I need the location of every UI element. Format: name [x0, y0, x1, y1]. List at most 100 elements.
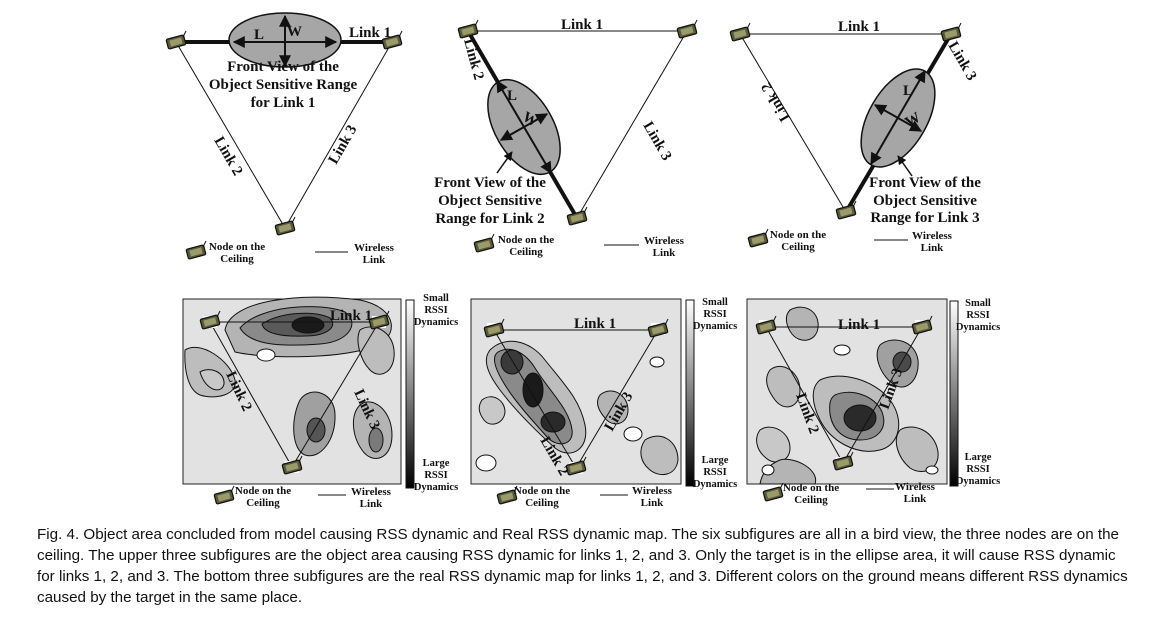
legend-node-label-2: Ceiling: [246, 497, 280, 509]
caption-pointer-arrow: [897, 155, 913, 177]
legend-node-label-1: Node on the: [770, 229, 826, 241]
axis-label-w: W: [903, 110, 924, 131]
top-panel-link-2: L W Link 1 Link 2 Link 3 Front View of t…: [434, 17, 698, 259]
legend-node-icon: [473, 233, 495, 253]
colorbar-bottom-label-2: RSSI: [703, 467, 726, 478]
colorbar: [405, 299, 415, 489]
legend-node-icon: [185, 240, 207, 260]
ellipse-caption-line-3: for Link 1: [251, 95, 316, 111]
width-arrow: [499, 113, 549, 141]
colorbar-top-label-1: Small: [702, 297, 728, 308]
colorbar-top-label-1: Small: [423, 293, 449, 304]
legend-link-label-1: Wireless: [895, 481, 936, 493]
colorbar-bottom-label-2: RSSI: [424, 470, 447, 481]
legend-node-label-1: Node on the: [498, 234, 554, 246]
link-3-line: [575, 329, 659, 469]
node-icon: [676, 19, 698, 39]
node-icon: [457, 19, 479, 39]
colorbar-bottom-label-1: Large: [423, 458, 450, 469]
colorbar-bottom-label-3: Dynamics: [956, 476, 1000, 487]
link-2-line: [739, 33, 847, 213]
link-1-label: Link 1: [838, 19, 880, 35]
ellipse-caption-line-2: Object Sensitive Range: [209, 77, 358, 93]
contour-regions: [475, 340, 679, 476]
ellipse-caption-line-2: Object Sensitive: [438, 193, 542, 209]
link-1-label: Link 1: [574, 316, 616, 332]
link-2-label: Link 2: [211, 134, 246, 178]
colorbar-bottom-label-2: RSSI: [966, 464, 989, 475]
legend-link-label-1: Wireless: [351, 486, 392, 498]
link-2-line: [175, 41, 286, 229]
link-2-line: [765, 326, 844, 464]
link-3-label: Link 3: [326, 123, 361, 167]
axis-label-w: W: [520, 109, 541, 130]
link-3-label: Link 3: [945, 39, 980, 83]
link-2-line: [209, 321, 293, 468]
figure-4: L W Link 1 Link 2 Link 3 Front View of t…: [165, 12, 1000, 510]
legend-link-label-1: Wireless: [354, 242, 395, 254]
caption-pointer-arrow: [496, 151, 513, 174]
legend-link-label-2: Link: [921, 242, 945, 254]
ellipse-caption-line-2: Object Sensitive: [873, 193, 977, 209]
rss-map-link-3: Link 1 Link 2 Link 3 Small RSSI Dynamics…: [746, 298, 1000, 506]
ellipse-caption-line-3: Range for Link 2: [435, 211, 544, 227]
legend-node-icon: [213, 485, 235, 505]
top-panel-link-1: L W Link 1 Link 2 Link 3 Front View of t…: [165, 12, 403, 266]
axis-label-l: L: [254, 27, 264, 43]
rss-map-link-2: Link 1 Link 2 Link 3 Small RSSI Dynamics…: [470, 297, 737, 509]
colorbar-top-label-2: RSSI: [966, 310, 989, 321]
axis-label-l: L: [903, 83, 913, 99]
axis-label-w: W: [287, 24, 302, 40]
colorbar-top-label-1: Small: [965, 298, 991, 309]
legend-link-label-2: Link: [363, 254, 387, 266]
colorbar-top-label-3: Dynamics: [956, 322, 1000, 333]
legend-node-label-2: Ceiling: [509, 246, 543, 258]
legend-link-label-1: Wireless: [912, 230, 953, 242]
colorbar-bottom-label-1: Large: [965, 452, 992, 463]
colorbar-bottom-label-3: Dynamics: [693, 479, 737, 490]
legend-node-label-2: Ceiling: [781, 241, 815, 253]
link-3-line: [576, 30, 688, 219]
link-2-line: [493, 329, 577, 469]
contour-regions: [184, 296, 395, 459]
colorbar-bottom-label-1: Large: [702, 455, 729, 466]
colorbar: [949, 300, 959, 487]
link-3-label: Link 3: [640, 119, 675, 163]
colorbar: [685, 299, 695, 487]
legend-node-icon: [747, 228, 769, 248]
colorbar-top-label-3: Dynamics: [414, 317, 458, 328]
ellipse-caption-line-1: Front View of the: [434, 175, 546, 191]
colorbar-top-label-3: Dynamics: [693, 321, 737, 332]
colorbar-bottom-label-3: Dynamics: [414, 482, 458, 493]
ellipse-caption-line-1: Front View of the: [227, 59, 339, 75]
legend-link-label-2: Link: [360, 498, 384, 510]
legend-link-label-1: Wireless: [632, 485, 673, 497]
axis-label-l: L: [507, 88, 517, 104]
rss-map-link-1: Link 1 Link 2 Link 3 Small RSSI Dynamics…: [182, 293, 458, 510]
node-icon: [165, 30, 187, 50]
link-2-label: Link 2: [460, 37, 486, 82]
figure-caption: Fig. 4. Object area concluded from model…: [37, 526, 1128, 606]
width-arrow: [873, 104, 923, 132]
link-1-label: Link 1: [838, 317, 880, 333]
node-icon: [274, 216, 296, 236]
legend-node-label-1: Node on the: [514, 485, 570, 497]
colorbar-top-label-2: RSSI: [424, 305, 447, 316]
link-2-label: Link 2: [759, 80, 794, 124]
ellipse-caption-line-3: Range for Link 3: [870, 210, 979, 226]
legend-node-label-2: Ceiling: [794, 494, 828, 506]
link-1-label: Link 1: [561, 17, 603, 33]
link-3-line: [284, 41, 393, 229]
legend-node-icon: [762, 482, 784, 502]
legend-link-label-1: Wireless: [644, 235, 685, 247]
ellipse-caption-line-1: Front View of the: [869, 175, 981, 191]
colorbar-top-label-2: RSSI: [703, 309, 726, 320]
legend-link-label-2: Link: [641, 497, 665, 509]
link-1-label: Link 1: [330, 308, 372, 324]
link-3-line: [842, 326, 923, 464]
link-3-line: [291, 321, 380, 468]
legend-link-label-2: Link: [653, 247, 677, 259]
link-1-label: Link 1: [349, 25, 391, 41]
legend-node-label-1: Node on the: [209, 241, 265, 253]
node-icon: [729, 22, 751, 42]
